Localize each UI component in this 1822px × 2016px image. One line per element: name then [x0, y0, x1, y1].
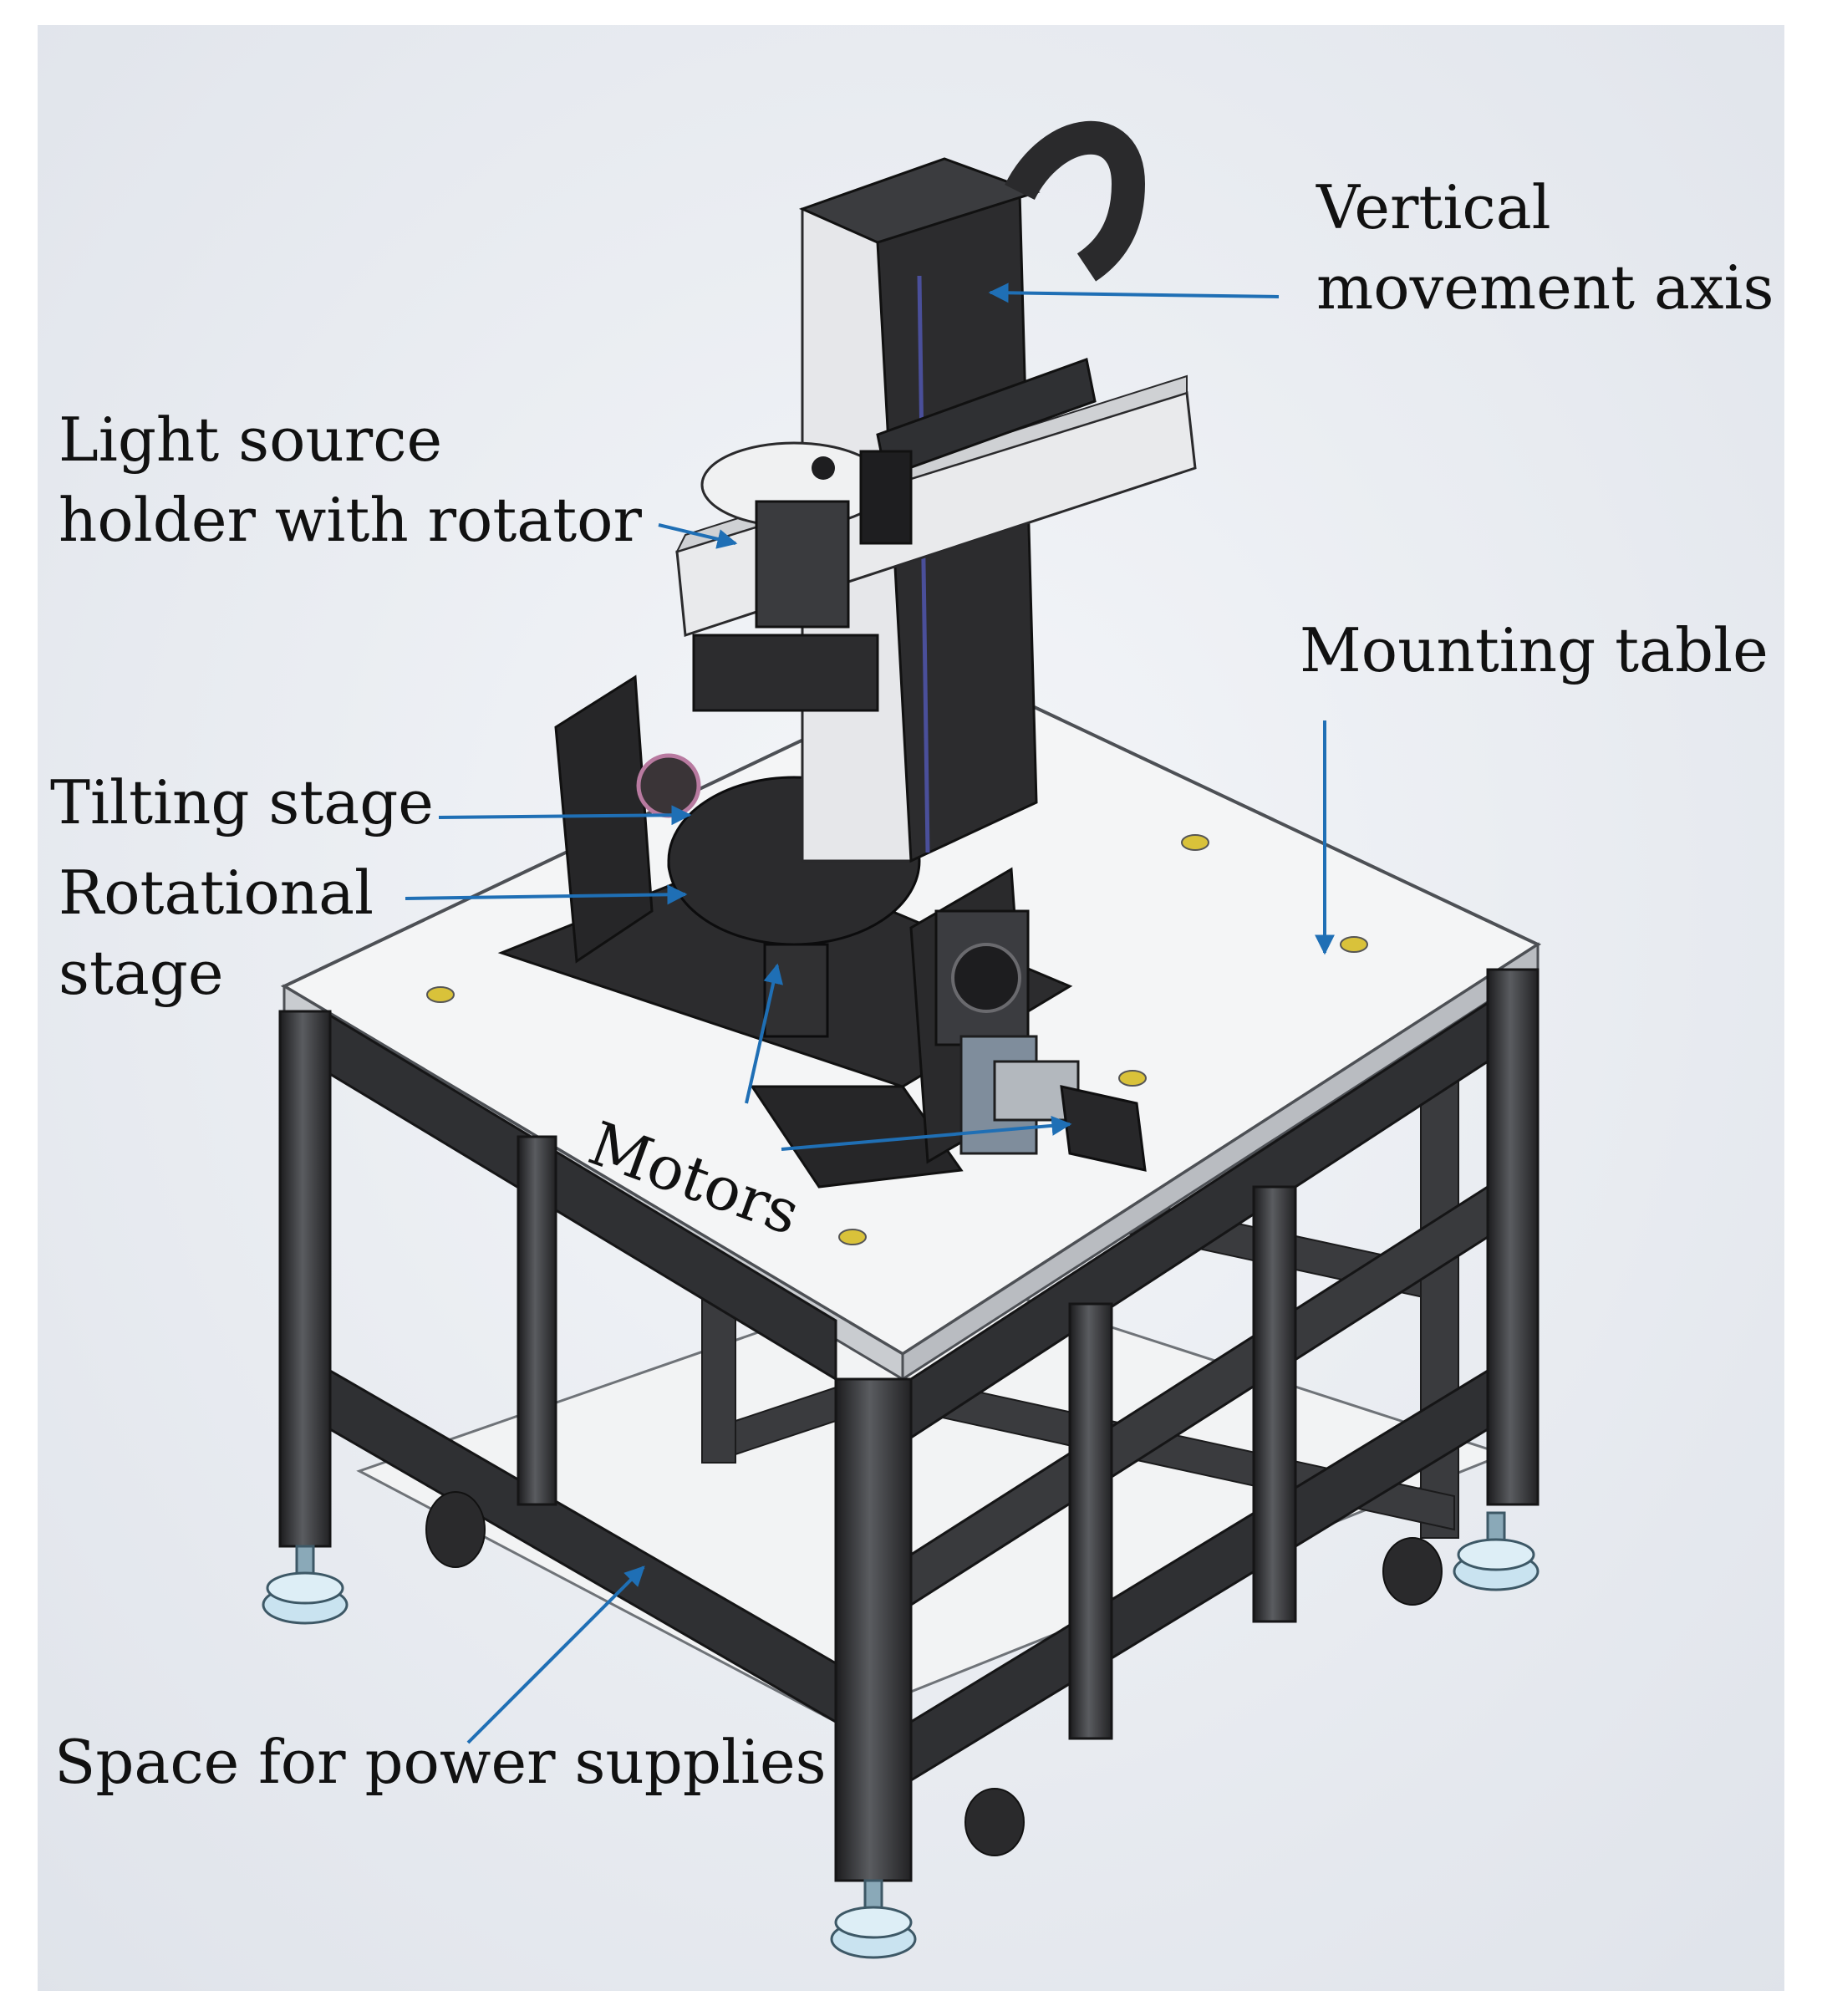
arrow-motors-horizontal [781, 1115, 1072, 1151]
arrow-vertical-axis [988, 283, 1280, 303]
label-vertical-line2: movement axis [1316, 252, 1774, 323]
arrow-tilting-stage [438, 805, 692, 826]
tilting-stage-left-wall [554, 675, 654, 964]
label-tilting-text: Tilting stage [50, 767, 434, 837]
light-holder-body [755, 500, 850, 629]
cable-chain [1005, 120, 1146, 282]
label-mounting-text: Mounting table [1300, 615, 1769, 685]
arrow-power-supplies [466, 1565, 645, 1744]
casters [425, 1491, 1443, 1856]
label-rotational-line1: Rotational [59, 858, 374, 928]
table-inserts [426, 834, 1368, 1245]
label-mounting-table: Mounting table [1300, 610, 1769, 690]
arrow-motors-rotational [745, 963, 783, 1104]
label-rotational-stage: Rotational stage [59, 853, 374, 1013]
label-light-line2: holder with rotator [59, 485, 642, 555]
label-power-supplies: Space for power supplies [54, 1722, 827, 1802]
arrow-rotational-stage [405, 884, 688, 905]
label-light-line1: Light source [59, 405, 443, 475]
front-frame [278, 968, 1540, 1882]
label-light-source-holder: Light source holder with rotator [59, 400, 642, 560]
light-holder-shaft [812, 456, 835, 480]
stage-base-plate-front [750, 1085, 964, 1189]
label-vertical-movement-axis: Vertical movement axis [1316, 167, 1774, 328]
column-accent-stripe [917, 275, 930, 853]
callout-arrows [405, 283, 1335, 1744]
label-vertical-line1: Vertical [1316, 172, 1551, 242]
tilt-gear [951, 943, 1021, 1013]
tilt-gear-left [636, 753, 701, 818]
leveling-feet [262, 1511, 1540, 1959]
light-holder-motor [859, 450, 913, 545]
rotational-motor [763, 943, 829, 1038]
label-rotational-line2: stage [59, 938, 224, 1008]
label-power-text: Space for power supplies [54, 1727, 827, 1797]
arm-lower-bracket [692, 634, 879, 712]
arrow-light-source [658, 523, 738, 549]
label-tilting-stage: Tilting stage [50, 762, 434, 843]
